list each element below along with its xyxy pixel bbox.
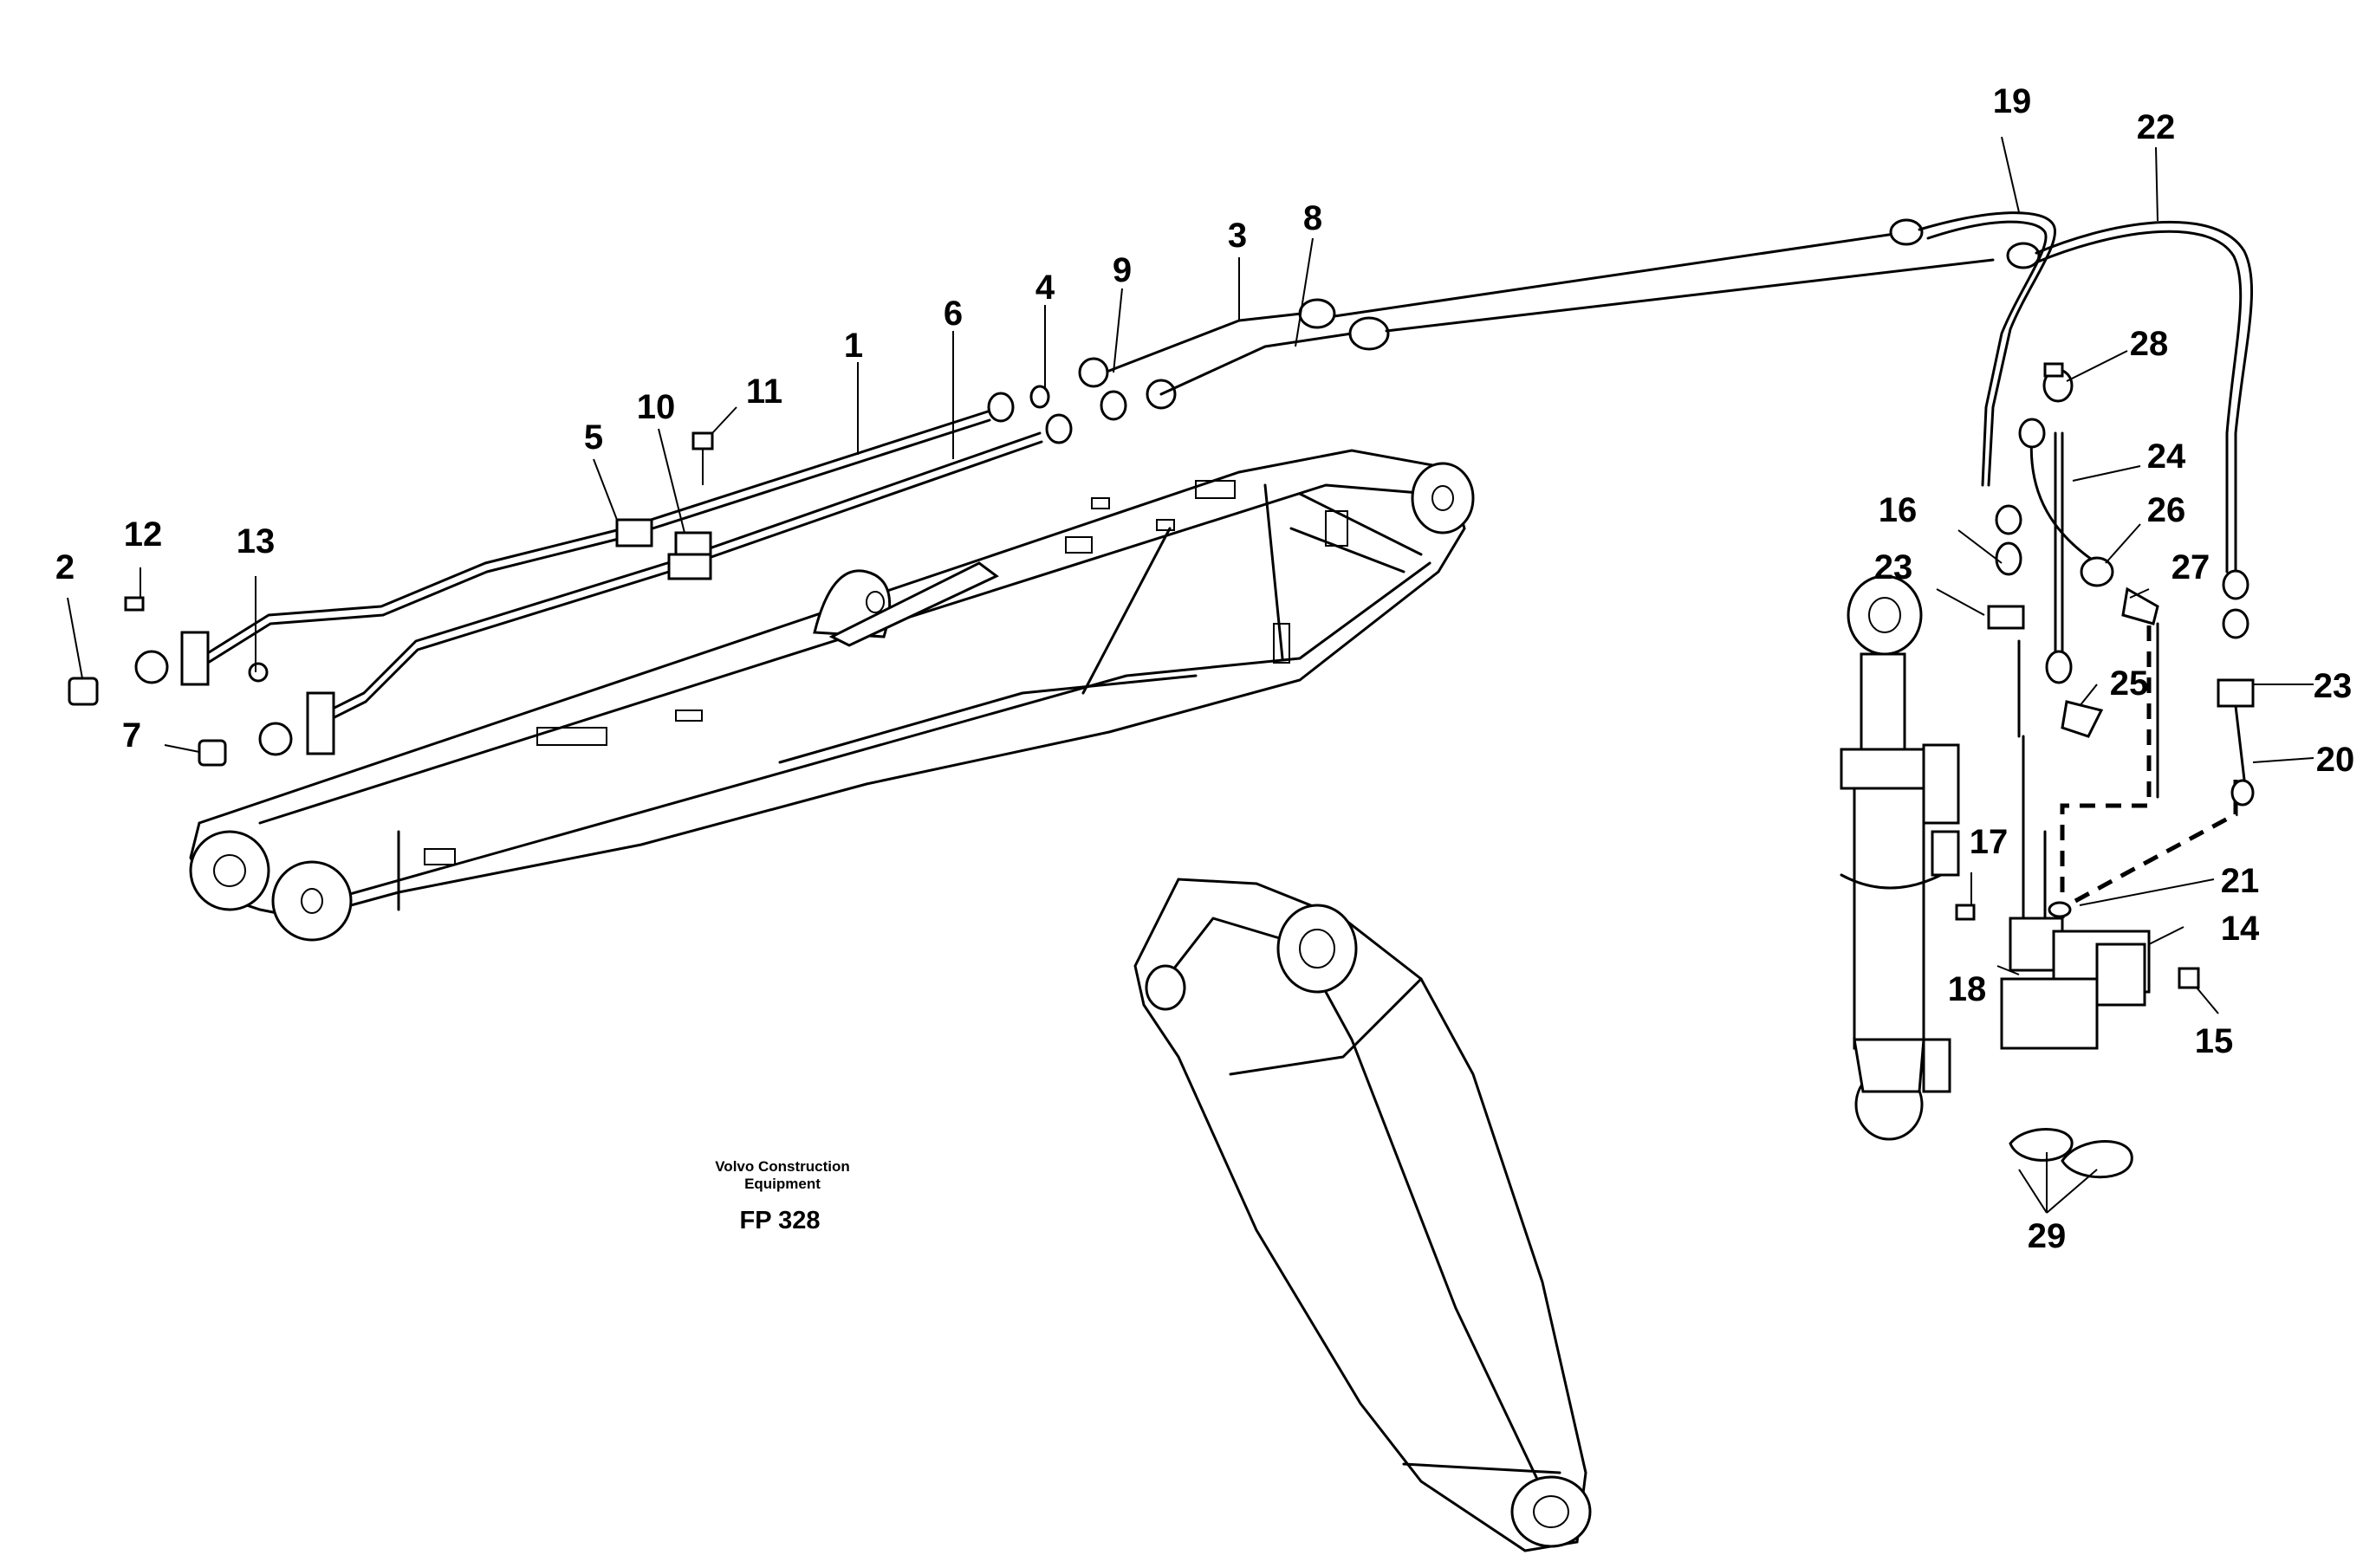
callout-21: 21 bbox=[2221, 862, 2260, 900]
hose-clamps-29 bbox=[2009, 1128, 2133, 1179]
callout-5: 5 bbox=[584, 418, 603, 457]
callout-15: 15 bbox=[2195, 1022, 2234, 1060]
callout-4: 4 bbox=[1035, 269, 1055, 307]
callout-10: 10 bbox=[637, 388, 676, 426]
callout-26: 26 bbox=[2147, 491, 2186, 529]
callout-29: 29 bbox=[2028, 1217, 2067, 1255]
leader-lines bbox=[67, 136, 2314, 1214]
callout-9: 9 bbox=[1113, 251, 1132, 289]
callout-18: 18 bbox=[1948, 970, 1987, 1008]
drawing-caption: Volvo Construction Equipment FP 328 bbox=[715, 1158, 850, 1234]
callout-6: 6 bbox=[944, 295, 963, 333]
callout-11: 11 bbox=[746, 373, 782, 411]
callout-2: 2 bbox=[55, 548, 75, 586]
callout-14: 14 bbox=[2221, 910, 2260, 948]
callout-1: 1 bbox=[844, 327, 863, 365]
caption-company-line1: Volvo Construction bbox=[715, 1158, 850, 1175]
boom-assembly bbox=[189, 449, 1475, 942]
callout-13: 13 bbox=[237, 522, 276, 560]
callout-23-right: 23 bbox=[2314, 667, 2353, 705]
callout-20: 20 bbox=[2316, 741, 2355, 779]
callout-23-left: 23 bbox=[1874, 548, 1913, 586]
callout-3: 3 bbox=[1228, 217, 1247, 255]
callout-19: 19 bbox=[1993, 82, 2032, 120]
callout-12: 12 bbox=[124, 515, 163, 554]
callout-22: 22 bbox=[2137, 108, 2176, 146]
caption-company-line2: Equipment bbox=[744, 1176, 821, 1192]
callout-25: 25 bbox=[2110, 664, 2149, 703]
callout-8: 8 bbox=[1303, 199, 1322, 237]
callout-17: 17 bbox=[1970, 823, 2009, 861]
callout-16: 16 bbox=[1879, 491, 1918, 529]
callout-7: 7 bbox=[122, 716, 141, 755]
fitting-group-4-9 bbox=[987, 357, 1177, 444]
valve-block bbox=[1955, 362, 2255, 1050]
callout-labels: 1 2 3 4 5 6 7 8 9 10 11 12 13 14 15 16 1… bbox=[55, 82, 2354, 1255]
hydraulic-cylinder bbox=[1840, 574, 1960, 1141]
callout-28: 28 bbox=[2130, 325, 2169, 363]
callout-24: 24 bbox=[2147, 437, 2186, 476]
callout-27: 27 bbox=[2171, 548, 2210, 586]
hydraulic-pipes bbox=[68, 211, 2254, 767]
arm-assembly bbox=[1133, 878, 1592, 1552]
figure-code: FP 328 bbox=[740, 1207, 821, 1234]
